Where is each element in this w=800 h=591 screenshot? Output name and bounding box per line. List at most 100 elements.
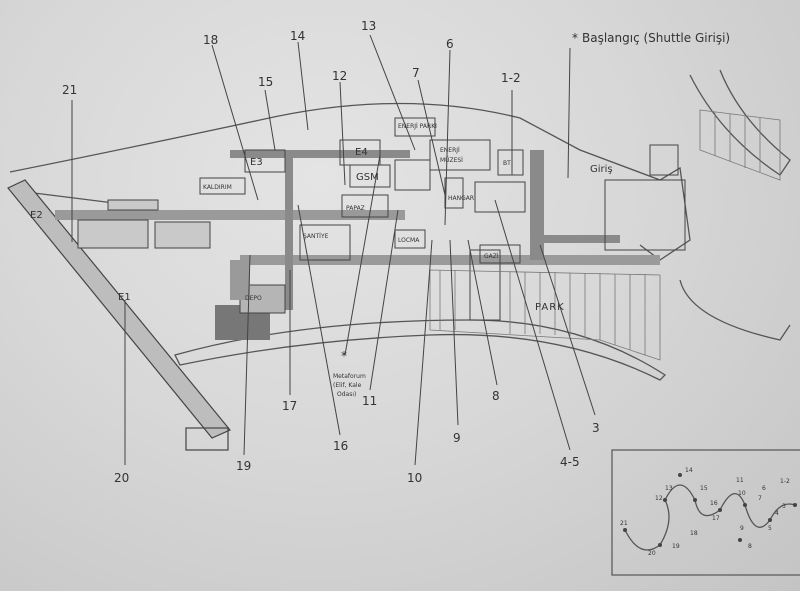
num-4-5: 4-5 — [560, 455, 580, 469]
inset-num-4: 4 — [775, 510, 779, 517]
inset-num-8: 8 — [748, 543, 752, 550]
building-bt — [497, 149, 524, 176]
building-west-b — [154, 221, 211, 249]
metaforum-line-3: Odası) — [337, 391, 356, 398]
building-gazi — [479, 244, 521, 264]
inset-num-13: 13 — [665, 485, 673, 492]
building-papaz — [341, 194, 389, 218]
inset-num-16: 16 — [710, 500, 718, 507]
label-gsm: GSM — [356, 172, 379, 183]
building-e3 — [244, 149, 286, 173]
building-energy-museum — [429, 139, 491, 171]
east-road — [689, 69, 791, 176]
building-east-hall — [474, 181, 526, 213]
label-hangar: HANGAR — [448, 195, 474, 202]
num-1-2: 1-2 — [501, 71, 521, 85]
metaforum-line-2: (Elif, Kale — [333, 382, 362, 389]
building-gsm — [349, 164, 391, 188]
inset-points — [623, 473, 797, 547]
inset-num-9: 9 — [740, 525, 744, 532]
num-16: 16 — [333, 439, 348, 453]
num-18: 18 — [203, 33, 218, 47]
building-gazi-tower — [469, 249, 501, 321]
building-west-c — [107, 199, 159, 211]
leader-lines — [71, 34, 596, 466]
inset-num-11: 11 — [736, 477, 744, 484]
num-20: 20 — [114, 471, 129, 485]
inset-num-17: 17 — [712, 515, 720, 522]
label-e4: E4 — [355, 147, 368, 158]
num-15: 15 — [258, 75, 273, 89]
label-gazi: GAZİ — [484, 253, 499, 260]
building-entrance — [604, 179, 686, 251]
num-11: 11 — [362, 394, 377, 408]
label-kaldirim: KALDIRIM — [203, 184, 232, 191]
num-3: 3 — [592, 421, 600, 435]
inset-num-7: 7 — [758, 495, 762, 502]
building-hangar — [444, 177, 464, 209]
parking-lot — [429, 269, 661, 361]
num-21: 21 — [62, 83, 77, 97]
start-label: Başlangıç (Shuttle Girişi) — [582, 31, 730, 45]
start-marker: * — [572, 31, 578, 45]
inset-num-12: 12 — [655, 495, 663, 502]
corridor-main — [55, 210, 405, 220]
label-depo: DEPO — [245, 295, 262, 302]
building-locma — [394, 229, 426, 249]
corridor-east — [530, 150, 544, 260]
inset-num-15: 15 — [700, 485, 708, 492]
corridor-east-link — [540, 235, 620, 243]
building-depo-link — [230, 260, 250, 300]
inset-num-21: 21 — [620, 520, 628, 527]
label-enerji: ENERJİ — [440, 147, 460, 154]
building-kaldirim — [199, 177, 246, 195]
num-8: 8 — [492, 389, 500, 403]
num-13: 13 — [361, 19, 376, 33]
building-west-a — [77, 219, 149, 249]
num-19: 19 — [236, 459, 251, 473]
num-14: 14 — [290, 29, 305, 43]
label-santiye: ŞANTİYE — [303, 233, 329, 240]
inset-num-14: 14 — [685, 467, 693, 474]
metaforum-line-1: Metaforum — [333, 373, 366, 380]
num-12: 12 — [332, 69, 347, 83]
entrance-label: Giriş — [590, 164, 613, 175]
building-energy-park — [394, 117, 436, 137]
label-e3: E3 — [250, 157, 263, 168]
corridor-north — [230, 150, 410, 158]
label-e2: E2 — [30, 210, 43, 221]
inset-num-18: 18 — [690, 530, 698, 537]
east-road-lower — [679, 279, 791, 341]
inset-num-20: 20 — [648, 550, 656, 557]
inset-num-19: 19 — [672, 543, 680, 550]
inset-num-5: 5 — [768, 525, 772, 532]
inset-frame — [611, 449, 800, 576]
corridor-south — [240, 255, 660, 265]
num-17: 17 — [282, 399, 297, 413]
building-e1-e2 — [7, 179, 231, 439]
label-locma: LOCMA — [398, 237, 420, 244]
outer-road-north — [9, 102, 691, 261]
building-santiye — [299, 224, 351, 261]
parking-lot-east — [699, 109, 781, 181]
inset-num-3: 3 — [782, 503, 786, 510]
num-9: 9 — [453, 431, 461, 445]
south-road — [174, 319, 667, 381]
label-e1: E1 — [118, 292, 131, 303]
label-papaz: PAPAZ — [346, 205, 365, 212]
num-7: 7 — [412, 66, 420, 80]
parking-label: PARK — [535, 302, 565, 313]
num-10: 10 — [407, 471, 422, 485]
label-muzesi: MÜZESİ — [440, 157, 463, 164]
building-gate — [649, 144, 679, 176]
inset-labels: 14 13 12 15 16 17 18 19 20 21 11 10 9 8 … — [620, 467, 790, 557]
inset-num-10: 10 — [738, 490, 746, 497]
num-6: 6 — [446, 37, 454, 51]
building-e1-end — [185, 427, 229, 451]
corridor-vertical — [285, 150, 293, 310]
inset-num-1-2: 1-2 — [780, 478, 790, 485]
label-bt: BT — [503, 160, 511, 167]
label-energy-park: ENERJİ PARKI — [398, 123, 437, 130]
